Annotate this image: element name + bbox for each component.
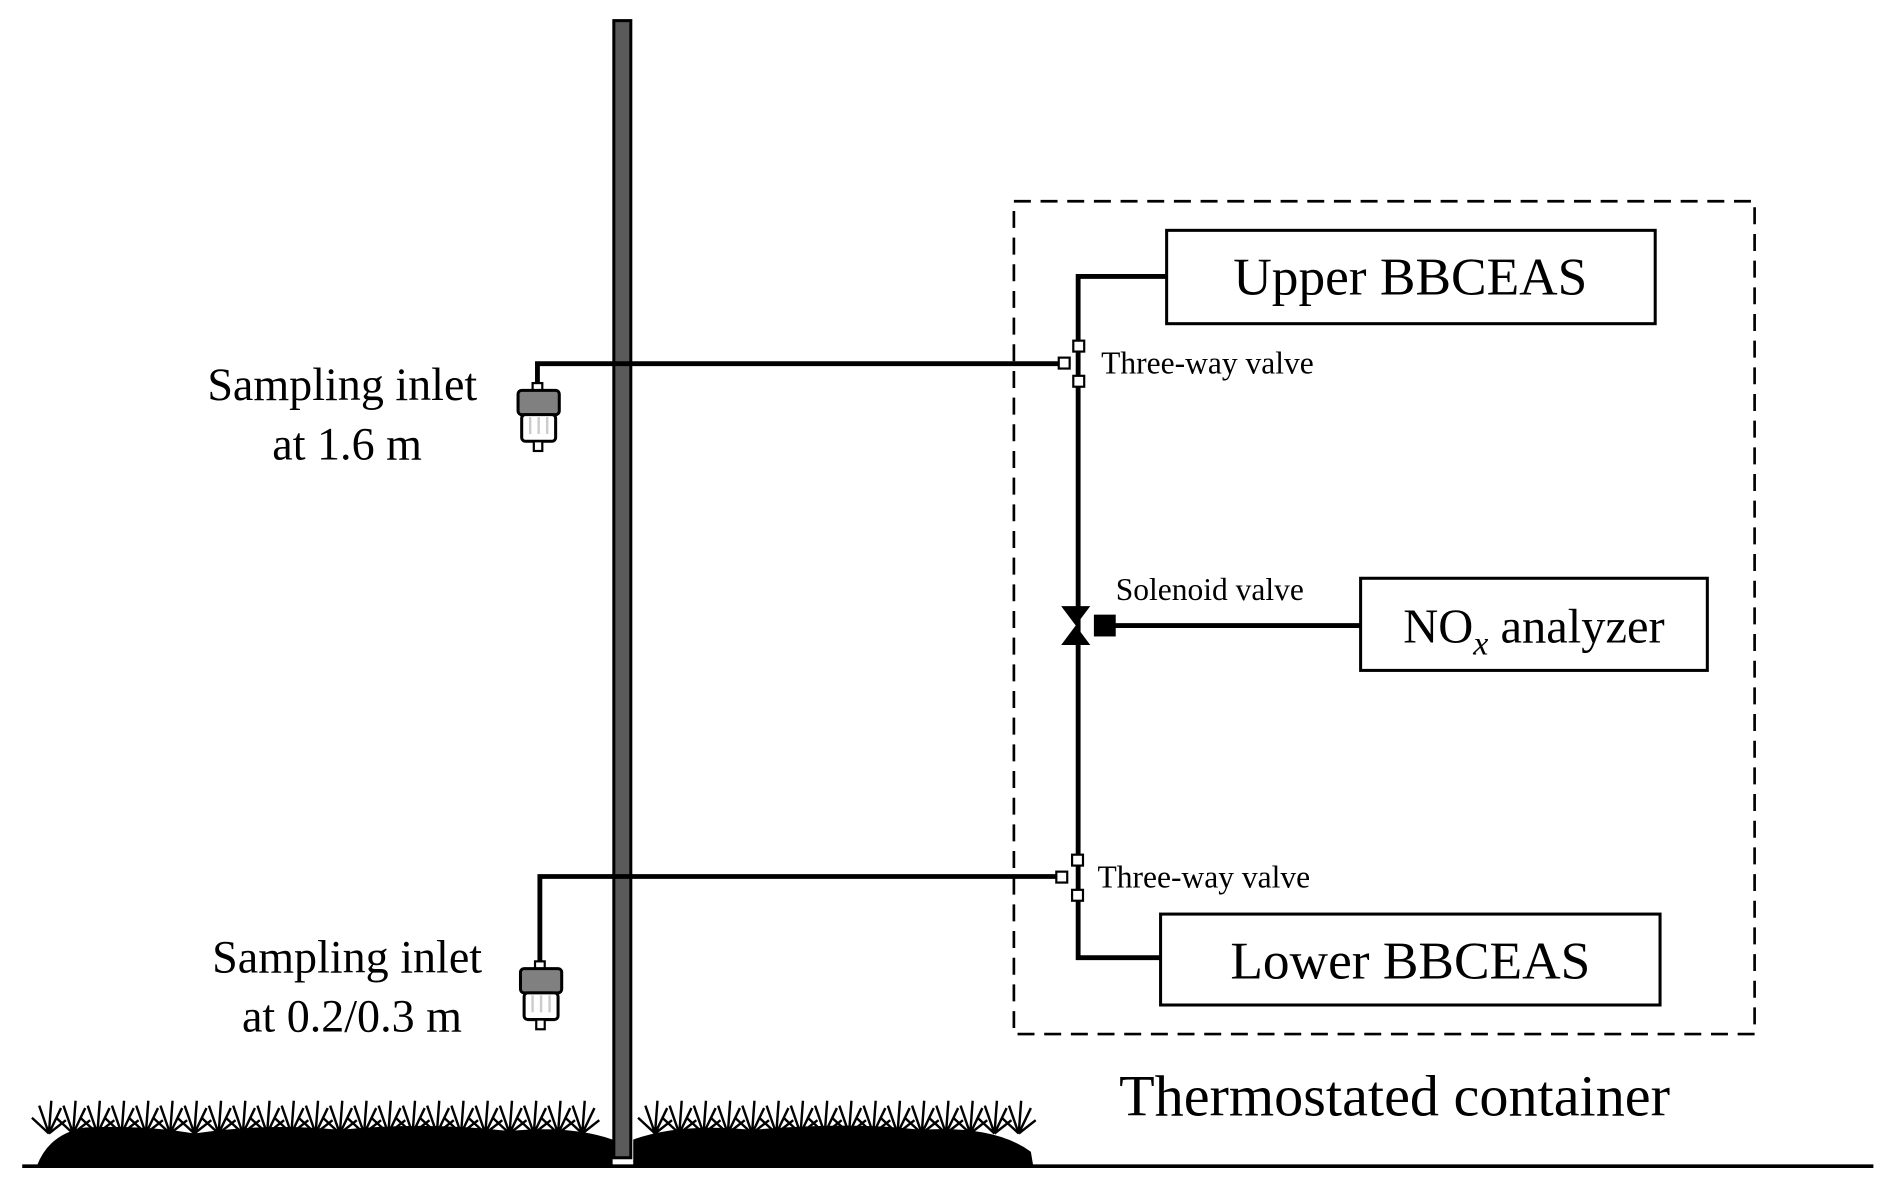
ground (22, 1100, 1874, 1169)
grass-blade (637, 1100, 673, 1135)
grass-blade (491, 1100, 528, 1135)
solenoid-valve-label: Solenoid valve (1116, 572, 1304, 607)
grass-blade (79, 1100, 116, 1135)
grass-blade (806, 1100, 843, 1135)
grass-blade (734, 1100, 770, 1135)
grass-blade (31, 1100, 67, 1135)
grass-blade (661, 1100, 698, 1135)
upper-bbceas-box (1165, 228, 1657, 326)
upper-inlet-pipe (535, 361, 1065, 388)
grass-blade (831, 1100, 867, 1135)
grass-blade (903, 1100, 940, 1135)
thermostated-container-outline (1012, 199, 1756, 1036)
nox-analyzer-box (1359, 576, 1709, 672)
grass-blade (976, 1100, 1013, 1135)
grass-blade (516, 1100, 552, 1135)
lower-valve-label: Three-way valve (1098, 859, 1311, 894)
nox-main: NO (1403, 601, 1473, 654)
lower-inlet-pipe (537, 874, 1063, 967)
lower-inlet-label-2: at 0.2/0.3 m (242, 991, 462, 1042)
upper-inlet-label-2: at 1.6 m (272, 418, 422, 469)
upper-inlet-filter-icon (516, 381, 561, 453)
grass-blade (322, 1100, 358, 1135)
nox-analyzer-label: NOx analyzer (1403, 601, 1664, 663)
grass-blade (200, 1100, 237, 1135)
grass-blade (370, 1100, 407, 1135)
grass-blade (176, 1100, 213, 1135)
lower-inlet-label-1: Sampling inlet (212, 931, 482, 982)
nox-subscript: x (1472, 626, 1488, 663)
upper-bbceas-label: Upper BBCEAS (1233, 247, 1587, 307)
grass-blade (467, 1100, 504, 1135)
grass-blade (346, 1100, 382, 1135)
grass-blade (855, 1100, 891, 1135)
nox-rest: analyzer (1488, 601, 1664, 654)
solenoid-valve-icon (1061, 606, 1116, 645)
grass-blade (55, 1100, 91, 1135)
grass-blade (685, 1100, 722, 1135)
mast-pole (612, 19, 633, 1160)
grass-blade (394, 1100, 431, 1135)
upper-valve-label: Three-way valve (1101, 345, 1314, 380)
grass-blade (225, 1100, 261, 1135)
lower-three-way-valve-icon (1055, 853, 1085, 902)
grass-blade (297, 1100, 334, 1135)
grass-blade (928, 1100, 964, 1135)
lower-inlet-filter-icon (518, 960, 564, 1031)
upper-three-way-valve-icon (1057, 339, 1086, 388)
grass-blade (782, 1100, 819, 1135)
grass-blade (419, 1100, 455, 1135)
upper-inlet-label-1: Sampling inlet (207, 359, 477, 410)
grass-blade (249, 1100, 285, 1135)
grass-blade (758, 1100, 794, 1135)
grass-blade (273, 1100, 310, 1135)
lower-bbceas-label: Lower BBCEAS (1230, 930, 1590, 990)
grass-blade (952, 1100, 988, 1135)
lower-bbceas-box (1159, 912, 1662, 1007)
grass-blade (564, 1100, 601, 1135)
grass-blade (128, 1100, 164, 1135)
container-label: Thermostated container (1119, 1063, 1670, 1128)
grass-blade (879, 1100, 916, 1135)
grass-blade (103, 1100, 140, 1135)
grass-blade (152, 1100, 188, 1135)
grass-blade (1000, 1100, 1037, 1135)
grass-blade (443, 1100, 479, 1135)
grass-blade (709, 1100, 746, 1135)
grass-blade (540, 1100, 576, 1135)
